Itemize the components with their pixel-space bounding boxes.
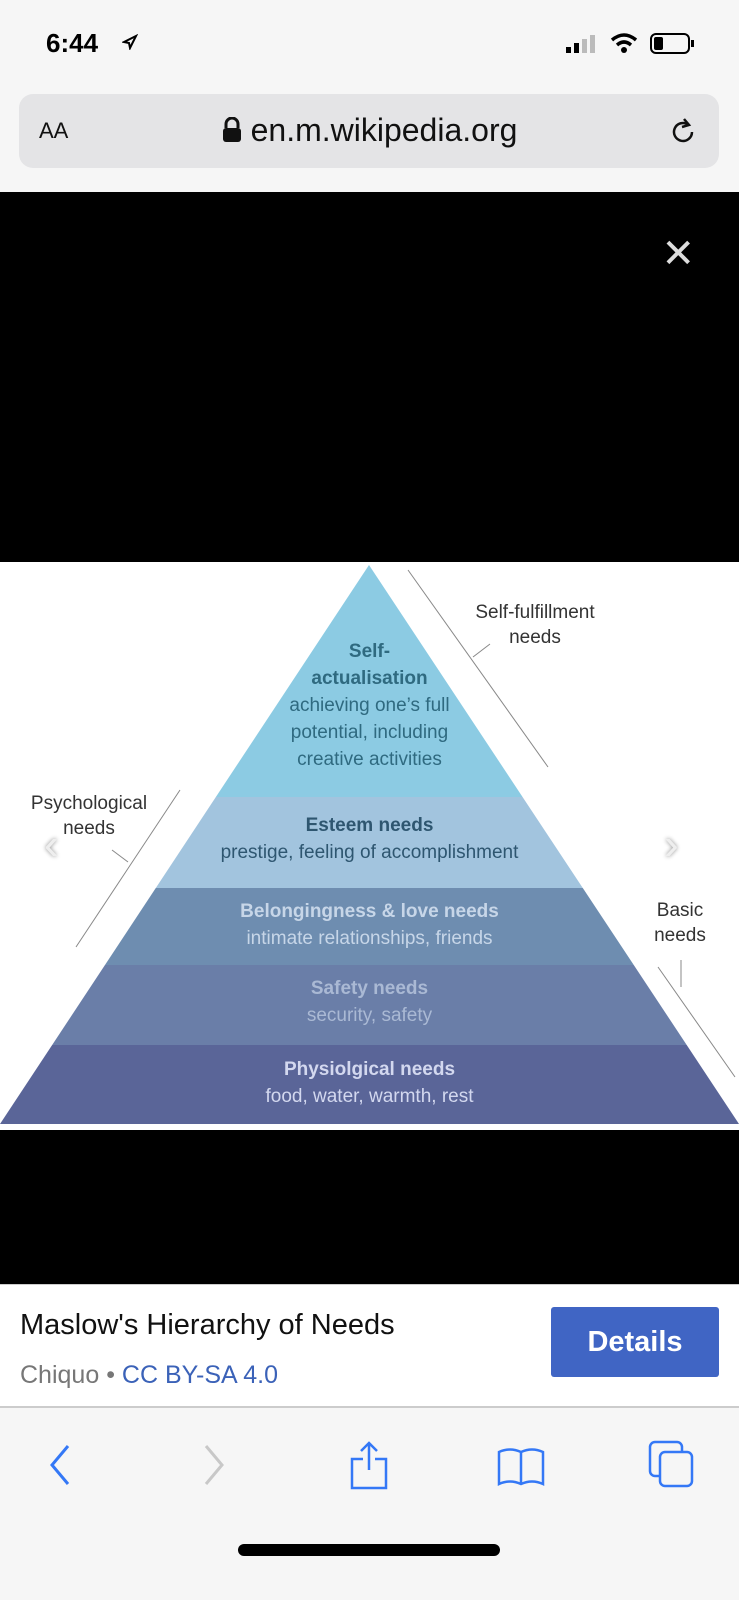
band-physiological bbox=[0, 1045, 739, 1124]
close-icon[interactable]: ✕ bbox=[661, 232, 695, 276]
lock-icon bbox=[222, 116, 241, 142]
home-indicator[interactable] bbox=[238, 1544, 500, 1556]
previous-image-icon[interactable]: ‹ bbox=[44, 820, 59, 869]
image-credit: Chiquo • CC BY-SA 4.0 bbox=[20, 1361, 278, 1390]
clock: 6:44 bbox=[46, 28, 99, 58]
signal-icon bbox=[566, 35, 595, 53]
wifi-icon bbox=[610, 33, 638, 53]
forward-icon[interactable] bbox=[188, 1440, 238, 1490]
author: Chiquo bbox=[20, 1361, 100, 1389]
url-text: en.m.wikipedia.org bbox=[250, 112, 518, 148]
band-safety bbox=[0, 965, 739, 1045]
license-link[interactable]: CC BY-SA 4.0 bbox=[121, 1361, 279, 1389]
details-button[interactable]: Details bbox=[551, 1307, 719, 1377]
battery-icon bbox=[650, 33, 694, 54]
image-caption: Maslow's Hierarchy of Needs Chiquo • CC … bbox=[0, 1284, 739, 1408]
url-display[interactable]: en.m.wikipedia.org bbox=[19, 112, 719, 149]
status-bar: 6:44 bbox=[0, 0, 739, 90]
share-icon[interactable] bbox=[344, 1440, 394, 1490]
tabs-icon[interactable] bbox=[648, 1440, 698, 1490]
back-icon[interactable] bbox=[36, 1440, 86, 1490]
pyramid-shape bbox=[0, 565, 739, 1124]
separator: • bbox=[106, 1361, 115, 1389]
image-title: Maslow's Hierarchy of Needs bbox=[20, 1309, 395, 1341]
next-image-icon[interactable]: › bbox=[664, 820, 679, 869]
text-size-button[interactable]: AA bbox=[39, 118, 69, 143]
bookmarks-icon[interactable] bbox=[496, 1440, 546, 1490]
location-arrow-icon bbox=[122, 34, 138, 50]
address-bar[interactable]: AA en.m.wikipedia.org bbox=[19, 94, 719, 168]
reload-icon[interactable] bbox=[667, 116, 699, 148]
